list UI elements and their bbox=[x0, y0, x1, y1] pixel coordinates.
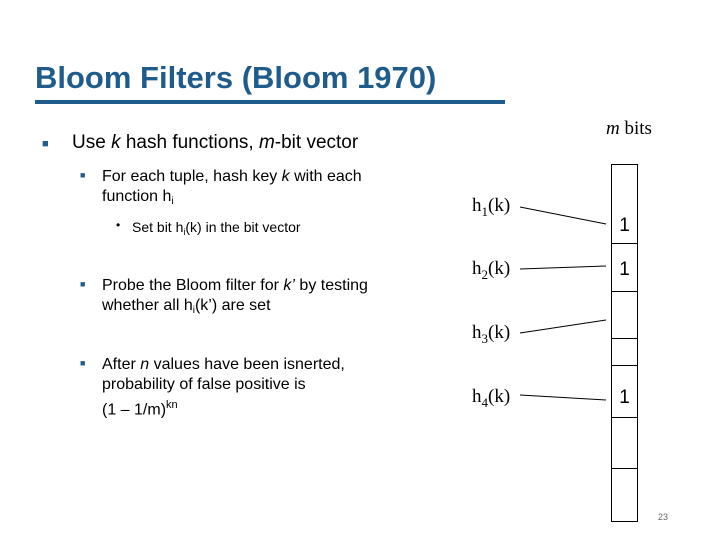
hash-label-1: h1(k) bbox=[472, 195, 510, 220]
title-underline bbox=[35, 100, 505, 104]
var-n: n bbox=[140, 356, 150, 373]
text-run: hash functions, bbox=[120, 132, 259, 153]
text-run: whether all h bbox=[102, 297, 193, 314]
var-m: m bbox=[258, 132, 275, 153]
square-bullet-icon: ■ bbox=[42, 138, 49, 150]
hash-label-3: h3(k) bbox=[472, 322, 510, 347]
text-run: Set bit h bbox=[132, 219, 184, 235]
arrow-h3 bbox=[519, 319, 607, 334]
cell-divider bbox=[612, 338, 637, 339]
text-run: by testing bbox=[294, 277, 368, 294]
hash-subscript: 1 bbox=[481, 204, 489, 219]
bit-cell-1: 1 bbox=[619, 215, 630, 236]
formula: (1 – 1/m) bbox=[102, 401, 167, 419]
text-run: (k) bbox=[488, 322, 511, 343]
text-run: -bit vector bbox=[274, 132, 359, 153]
text-run: values have been isnerted, bbox=[149, 356, 345, 373]
var-k: k bbox=[281, 168, 290, 185]
text-run: h bbox=[472, 386, 482, 407]
subscript-i: i bbox=[183, 227, 186, 237]
arrow-h4 bbox=[519, 394, 607, 401]
bit-cell-5: 1 bbox=[619, 387, 630, 408]
text-run: bits bbox=[619, 118, 652, 139]
page-number: 23 bbox=[658, 512, 669, 522]
var-k: k bbox=[111, 132, 121, 153]
square-bullet-icon: ■ bbox=[80, 279, 86, 289]
subscript-i: i bbox=[171, 196, 174, 207]
bit-vector: 1 1 1 bbox=[611, 164, 638, 522]
text-run: function h bbox=[102, 188, 172, 205]
hash-subscript: 2 bbox=[481, 267, 489, 282]
hash-subscript: 4 bbox=[481, 395, 489, 410]
arrow-h2 bbox=[519, 265, 607, 270]
cell-divider bbox=[612, 365, 637, 366]
bullet-hash-functions: Use k hash functions, m-bit vector bbox=[72, 132, 358, 154]
slide-title: Bloom Filters (Bloom 1970) bbox=[35, 60, 437, 95]
arrow-h1 bbox=[519, 206, 607, 225]
var-m: m bbox=[606, 118, 620, 139]
cell-divider bbox=[612, 243, 637, 244]
text-run: After bbox=[102, 356, 141, 373]
text-run: (k) in the bit vector bbox=[185, 219, 301, 235]
bullet-set-bit: Set bit hi(k) in the bit vector bbox=[132, 219, 301, 237]
text-run: (k) bbox=[488, 386, 511, 407]
bullet-each-tuple: For each tuple, hash key k with each fun… bbox=[102, 167, 362, 212]
cell-divider bbox=[612, 291, 637, 292]
text-run: with each bbox=[289, 168, 362, 185]
text-run: h bbox=[472, 195, 482, 216]
bullet-probe: Probe the Bloom filter for k’ by testing… bbox=[102, 276, 368, 321]
text-run: Probe the Bloom filter for bbox=[102, 277, 284, 294]
dot-bullet-icon: • bbox=[116, 218, 121, 232]
text-run: probability of false positive is bbox=[102, 376, 306, 393]
text-run: (k’) are set bbox=[194, 297, 271, 314]
bullet-false-positive: After n values have been isnerted, proba… bbox=[102, 355, 345, 420]
exponent-kn: kn bbox=[166, 399, 178, 411]
hash-label-4: h4(k) bbox=[472, 386, 510, 411]
cell-divider bbox=[612, 417, 637, 418]
bits-label: m bits bbox=[606, 118, 652, 140]
bit-cell-2: 1 bbox=[619, 259, 630, 280]
subscript-i: i bbox=[192, 305, 195, 316]
text-run: h bbox=[472, 258, 482, 279]
hash-label-2: h2(k) bbox=[472, 258, 510, 283]
var-k-prime: k’ bbox=[283, 277, 295, 294]
text-run: For each tuple, hash key bbox=[102, 168, 282, 185]
square-bullet-icon: ■ bbox=[80, 358, 86, 368]
text-run: (k) bbox=[488, 195, 511, 216]
text-run: Use bbox=[72, 132, 112, 153]
text-run: (k) bbox=[488, 258, 511, 279]
cell-divider bbox=[612, 468, 637, 469]
square-bullet-icon: ■ bbox=[80, 170, 86, 180]
hash-subscript: 3 bbox=[481, 331, 489, 346]
text-run: h bbox=[472, 322, 482, 343]
